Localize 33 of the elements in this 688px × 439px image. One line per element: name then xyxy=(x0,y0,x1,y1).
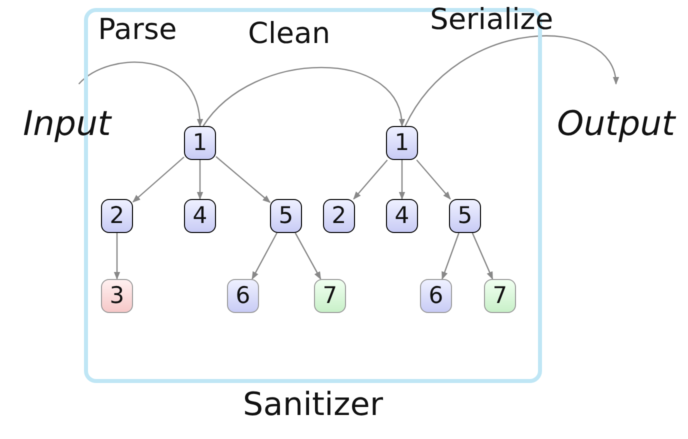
group-title: Sanitizer xyxy=(242,385,384,423)
arrow xyxy=(202,66,404,127)
edge-label: Parse xyxy=(97,12,178,46)
tree-node: 2 xyxy=(323,199,355,233)
edge-label: Clean xyxy=(247,16,332,50)
arrow xyxy=(398,160,406,200)
tree-node: 1 xyxy=(386,126,418,160)
arrow xyxy=(114,233,120,280)
arrow xyxy=(78,62,202,127)
arrow xyxy=(294,232,322,280)
terminal-label: Input xyxy=(8,84,126,144)
arrow xyxy=(442,232,460,280)
tree-node: 7 xyxy=(484,279,516,313)
arrow xyxy=(252,232,278,280)
arrow xyxy=(196,160,204,200)
arrow xyxy=(416,160,451,200)
arrow xyxy=(216,156,271,203)
tree-node: 7 xyxy=(314,279,346,313)
arrow xyxy=(353,160,388,200)
tree-node: 5 xyxy=(449,199,481,233)
tree-node: 4 xyxy=(184,199,216,233)
tree-node: 5 xyxy=(270,199,302,233)
arrow xyxy=(132,156,184,202)
tree-node: 3 xyxy=(101,279,133,313)
edge-label: Serialize xyxy=(429,2,554,36)
arrow xyxy=(404,35,618,126)
tree-node: 6 xyxy=(227,279,259,313)
tree-node: 1 xyxy=(184,126,216,160)
tree-node: 4 xyxy=(386,199,418,233)
tree-node: 2 xyxy=(101,199,133,233)
terminal-label: Output xyxy=(548,84,684,144)
tree-node: 6 xyxy=(420,279,452,313)
arrow xyxy=(472,232,494,280)
